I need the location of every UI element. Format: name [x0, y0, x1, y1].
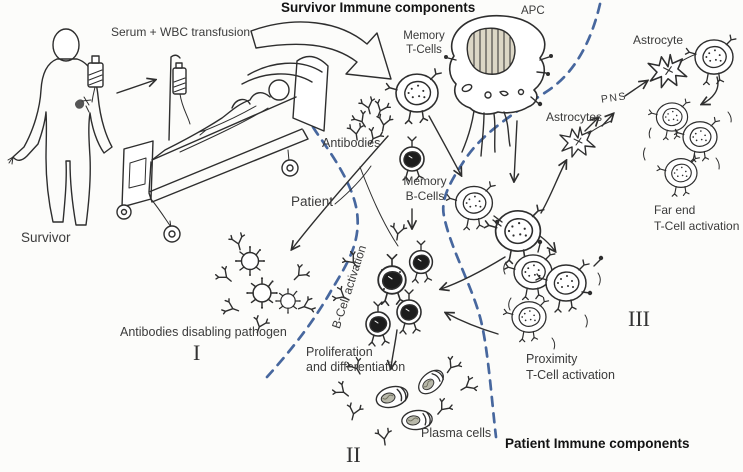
arrow-right-to-bcells-1 [441, 256, 506, 289]
proximity-t-cells [502, 239, 604, 350]
divider-survivor-patient [441, 2, 602, 439]
t-cell-chain [445, 181, 545, 265]
title-patient-components: Patient Immune components [505, 436, 690, 451]
arrow-chain-to-astrocyte [540, 161, 566, 214]
label-apc: APC [521, 5, 545, 17]
label-astrocytes-mid: Astrocytes [546, 110, 603, 124]
arrow-bcells-to-plasma [391, 329, 398, 368]
region-numeral-1: I [193, 340, 201, 365]
label-antibodies-disabling: Antibodies disabling pathogen [120, 325, 287, 339]
label-serum-transfusion: Serum + WBC transfusion [111, 25, 251, 39]
arrow-right-to-bcells-2 [446, 313, 499, 335]
apc-cell [444, 14, 553, 157]
b-cell-cluster [330, 222, 434, 347]
antibody-connector-line2 [334, 165, 372, 205]
region-numeral-2: II [346, 442, 361, 467]
far-end-t-cells [643, 98, 732, 197]
survivor-figure [7, 28, 113, 226]
divider-left [265, 125, 360, 379]
title-survivor-components: Survivor Immune components [281, 0, 476, 15]
arrow-to-pns-2 [601, 114, 613, 127]
astrocyte-right [647, 53, 688, 89]
far-t-cell-top [684, 34, 737, 86]
arrow-to-pns-1 [584, 118, 598, 132]
label-memory-b-cells: Memory B-Cells [403, 174, 447, 203]
label-plasma-cells: Plasma cells [421, 426, 492, 440]
transfusion-flow-arrow [250, 21, 392, 80]
arrow-chain-to-cluster [539, 235, 555, 251]
iv-bag-survivor [87, 55, 104, 103]
antibody-connector-line [359, 166, 399, 247]
hospital-bed [116, 54, 329, 243]
label-proliferation: Proliferation and differentiation [306, 345, 406, 374]
region-numeral-3: III [628, 306, 650, 331]
astrocyte-mid [559, 126, 596, 158]
memory-t-cell [384, 68, 442, 125]
label-proximity-activation: Proximity T-Cell activation [526, 352, 615, 382]
label-far-end-activation: Far end T-Cell activation [654, 203, 740, 233]
arrow-memt-to-tcell [428, 115, 461, 175]
label-antibodies: Antibodies [322, 136, 381, 150]
label-memory-t-cells: Memory T-Cells [403, 30, 445, 56]
transfusion-arrow [116, 80, 155, 94]
arrow-pns-to-astrocyte [624, 81, 647, 97]
pathogen-cluster [213, 231, 317, 336]
arrow-apc-down [514, 120, 517, 181]
arrow-tcell-to-farcells [702, 76, 719, 104]
arrow-antibodies-to-pathogen [292, 135, 389, 249]
label-patient: Patient [291, 194, 334, 209]
label-survivor: Survivor [21, 230, 71, 245]
label-astrocyte-right: Astrocyte [633, 33, 684, 47]
